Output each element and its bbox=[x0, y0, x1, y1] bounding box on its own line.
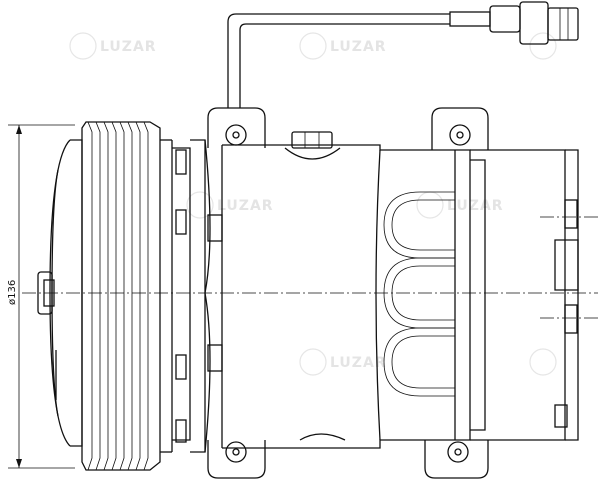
rear-bolt bbox=[564, 304, 578, 334]
diameter-dimension: ø136 bbox=[7, 124, 75, 469]
watermark-text: LUZAR bbox=[100, 39, 157, 55]
dimension-label: ø136 bbox=[7, 280, 18, 305]
front-housing bbox=[172, 139, 223, 453]
mount-ear-top-right bbox=[431, 107, 489, 150]
electrical-wire bbox=[227, 11, 491, 108]
watermark-logo bbox=[529, 32, 557, 60]
pulley-grooves bbox=[87, 121, 149, 471]
watermark-logo: LUZAR bbox=[416, 191, 504, 219]
watermark-group: LUZAR LUZAR LUZAR LUZAR LUZAR bbox=[69, 32, 557, 376]
pulley bbox=[81, 121, 173, 471]
watermark-logo: LUZAR bbox=[69, 32, 157, 60]
watermark-logo bbox=[529, 348, 557, 376]
mount-ear-bottom-left bbox=[207, 440, 266, 479]
watermark-logo: LUZAR bbox=[299, 348, 387, 376]
watermark-text: LUZAR bbox=[330, 355, 387, 371]
bolt-head bbox=[175, 419, 187, 443]
watermark-text: LUZAR bbox=[330, 39, 387, 55]
mount-ear-bottom-right bbox=[424, 440, 489, 479]
rear-bolt bbox=[554, 404, 568, 428]
clutch-front-plate bbox=[37, 139, 83, 447]
filler-bolt bbox=[291, 131, 333, 149]
bolt-head bbox=[175, 149, 187, 175]
rear-bolt bbox=[564, 199, 578, 229]
wire-connector bbox=[489, 1, 579, 45]
watermark-text: LUZAR bbox=[447, 198, 504, 214]
rear-head bbox=[470, 149, 579, 441]
cylinder-section bbox=[375, 149, 456, 441]
watermark-logo: LUZAR bbox=[299, 32, 387, 60]
bolt-head bbox=[175, 354, 187, 380]
watermark-text: LUZAR bbox=[217, 198, 274, 214]
mount-ear-top-left bbox=[207, 107, 266, 148]
watermark-logo: LUZAR bbox=[186, 191, 274, 219]
bolt-head bbox=[175, 209, 187, 235]
compressor-body bbox=[204, 131, 471, 453]
